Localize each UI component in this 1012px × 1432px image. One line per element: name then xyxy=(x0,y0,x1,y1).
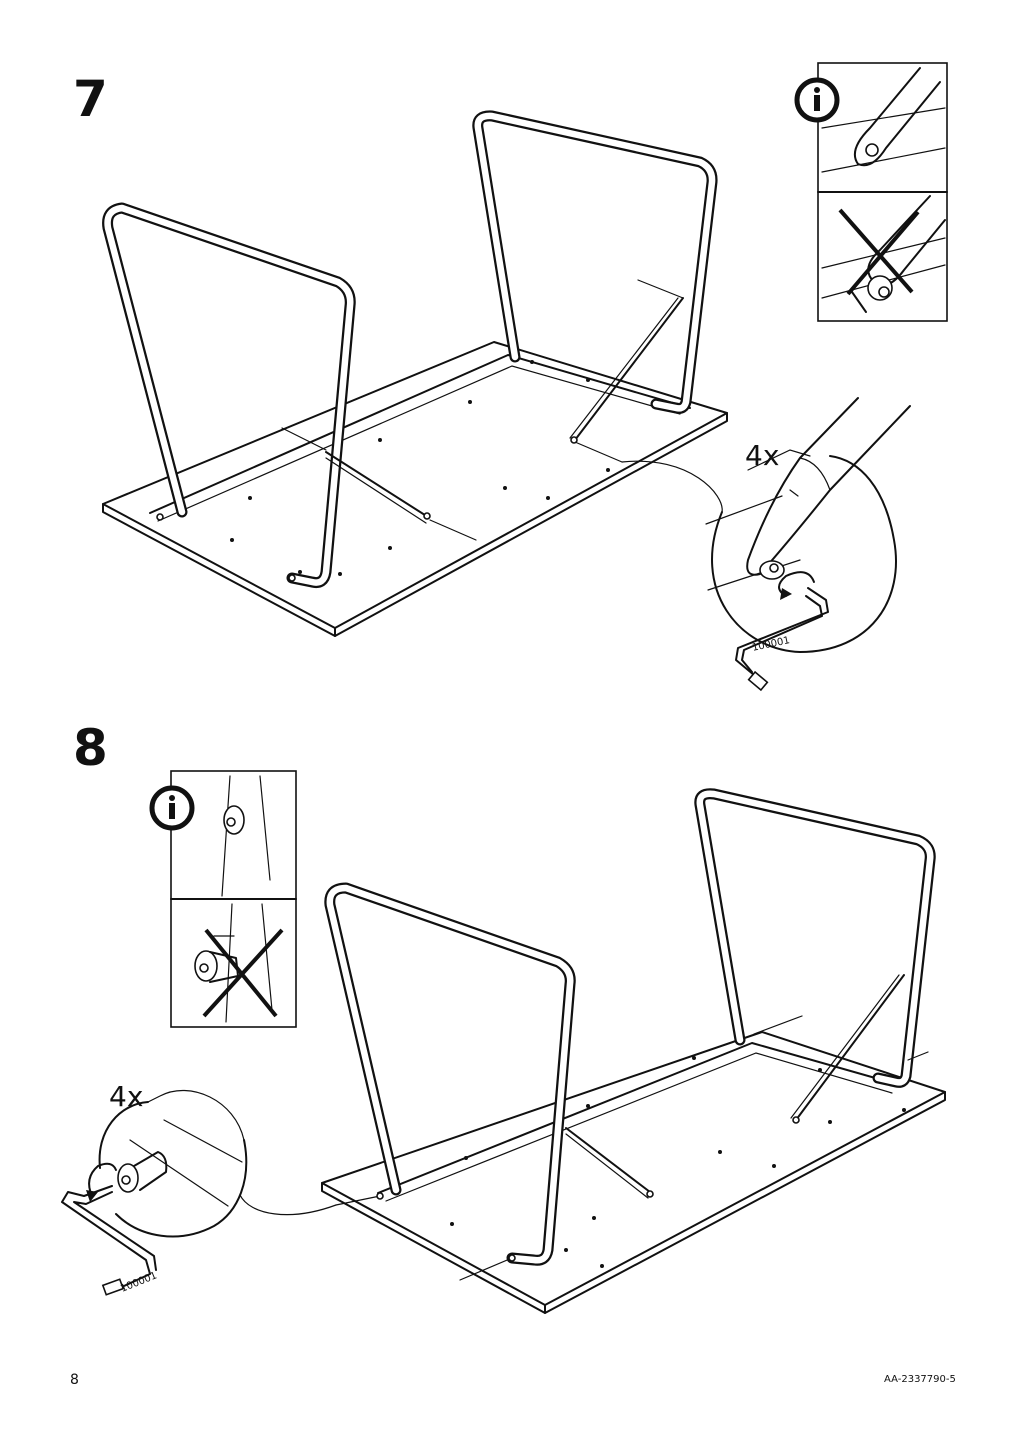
step8-detail-callout xyxy=(61,1089,337,1296)
step7-detail-callout xyxy=(621,397,911,692)
step8-quantity: 4x xyxy=(109,1080,144,1113)
step8-info-box xyxy=(149,770,297,1028)
step8-table-drawing xyxy=(321,788,946,1314)
step7-table-drawing xyxy=(102,110,728,637)
step-number-7: 7 xyxy=(73,70,108,128)
step7-info-box xyxy=(794,62,948,322)
step-number-8: 8 xyxy=(73,719,108,777)
document-code: AA-2337790-5 xyxy=(884,1374,956,1385)
page-number: 8 xyxy=(70,1372,79,1388)
step7-quantity: 4x xyxy=(745,439,780,472)
